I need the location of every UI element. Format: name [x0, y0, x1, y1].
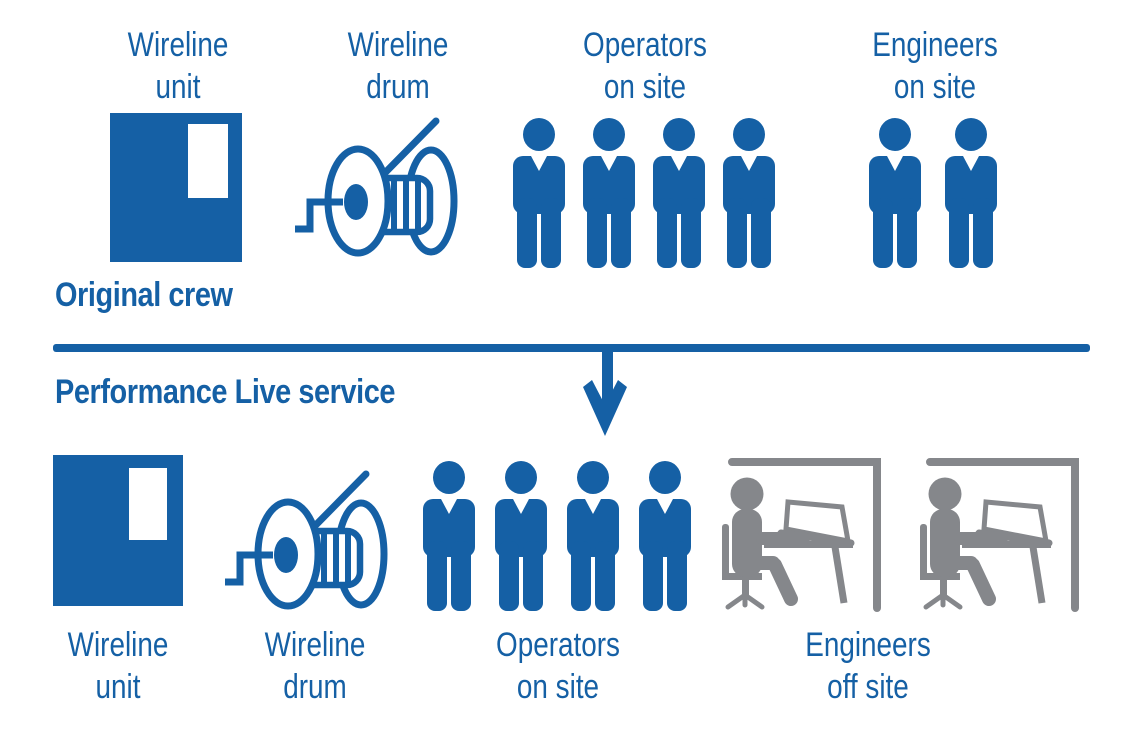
operators-on-site-group [423, 461, 691, 611]
person-icon [723, 118, 775, 268]
label-line: on site [516, 668, 600, 706]
performance-live-title: Performance Live service [55, 373, 396, 411]
engineer-at-desk-icon [916, 452, 1081, 612]
label-line: Engineers [805, 626, 931, 664]
section-divider-line [53, 344, 1090, 352]
label-line: off site [827, 668, 909, 706]
wireline-unit-icon [110, 113, 242, 262]
label-engineers-off-site-bottom: Engineers off site [786, 624, 950, 708]
person-icon [653, 118, 705, 268]
label-wireline-unit-top: Wireline unit [112, 24, 243, 108]
label-wireline-unit-bottom: Wireline unit [52, 624, 183, 708]
engineer-at-desk-icon [718, 452, 883, 612]
wireline-unit-icon [53, 455, 183, 606]
label-line: drum [283, 668, 347, 706]
label-line: Wireline [127, 26, 229, 64]
unit-door-window [129, 468, 167, 540]
person-icon [869, 118, 921, 268]
person-icon [495, 461, 547, 611]
label-wireline-drum-bottom: Wireline drum [249, 624, 380, 708]
label-operators-on-site-bottom: Operators on site [492, 624, 623, 708]
label-line: Wireline [264, 626, 366, 664]
person-icon [423, 461, 475, 611]
unit-door-window [188, 124, 228, 198]
label-engineers-on-site-top: Engineers on site [869, 24, 1000, 108]
label-wireline-drum-top: Wireline drum [332, 24, 463, 108]
person-icon [639, 461, 691, 611]
label-line: Engineers [872, 26, 998, 64]
wireline-drum-icon [225, 458, 390, 613]
down-arrow-icon [583, 352, 627, 436]
label-line: Operators [583, 26, 707, 64]
person-icon [513, 118, 565, 268]
wireline-drum-icon [295, 105, 460, 260]
engineers-off-site-group [718, 452, 1081, 612]
person-icon [945, 118, 997, 268]
engineers-on-site-group [869, 118, 997, 268]
operators-on-site-group [513, 118, 775, 268]
label-operators-on-site-top: Operators on site [579, 24, 710, 108]
label-line: unit [155, 68, 201, 106]
label-line: drum [366, 68, 430, 106]
label-line: Operators [496, 626, 620, 664]
person-icon [567, 461, 619, 611]
person-icon [583, 118, 635, 268]
label-line: Wireline [67, 626, 169, 664]
label-line: unit [95, 668, 141, 706]
original-crew-title: Original crew [55, 276, 233, 314]
label-line: on site [603, 68, 687, 106]
label-line: on site [893, 68, 977, 106]
label-line: Wireline [347, 26, 449, 64]
